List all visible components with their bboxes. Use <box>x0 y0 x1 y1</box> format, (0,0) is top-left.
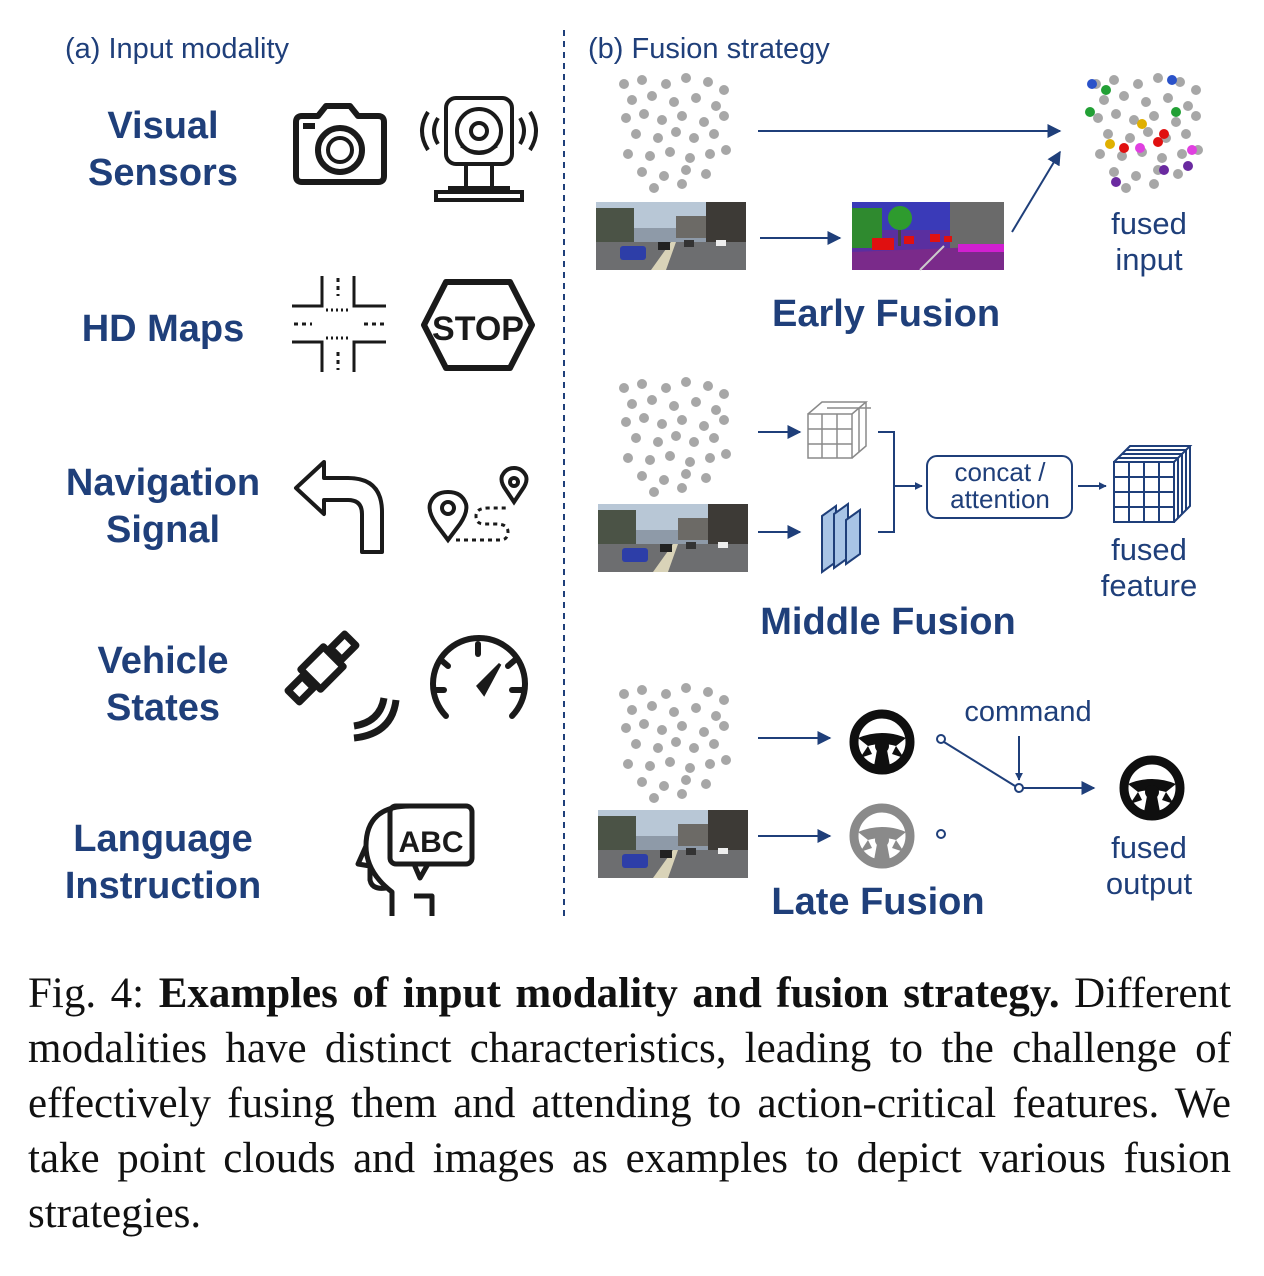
middle-road-image <box>598 504 748 572</box>
stop-sign-icon: STOP <box>421 279 535 371</box>
middle-point-cloud <box>619 377 731 497</box>
head-abc-text: ABC <box>399 826 464 859</box>
late-fusion-label: Late Fusion <box>771 881 984 923</box>
caption-bold: Examples of input modality and fusion st… <box>158 970 1060 1017</box>
early-road-image <box>596 202 746 270</box>
modality-label-vehicle-line1: Vehicle <box>98 640 229 682</box>
steering-wheel-icon <box>854 714 910 770</box>
early-arrow-seg <box>1011 150 1061 233</box>
late-out-line1: fused <box>1111 830 1187 865</box>
command-label: command <box>964 696 1091 728</box>
caption-body: Different modalities have distinct chara… <box>28 970 1231 1237</box>
middle-fusion: concat / attention fused feature Middle … <box>598 377 1197 643</box>
turn-left-arrow-icon <box>294 460 384 554</box>
switch-pivot <box>1014 783 1024 793</box>
fused-output-wheel-icon <box>1124 760 1180 816</box>
satellite-icon <box>284 630 400 742</box>
modality-label-navigation-line1: Navigation <box>66 462 260 504</box>
modality-label-vehicle-line2: States <box>106 687 220 729</box>
route-pin-icon <box>427 465 529 544</box>
switch-contact-bottom <box>936 829 946 839</box>
late-fusion: command fused output Late Fusion <box>598 683 1192 923</box>
modality-label-language-line2: Instruction <box>65 865 261 907</box>
caption-prefix: Fig. 4: <box>28 970 159 1017</box>
merge-bracket <box>878 431 895 533</box>
late-point-cloud <box>619 683 731 803</box>
early-out-line1: fused <box>1111 206 1187 241</box>
modality-label-visual-line1: Visual <box>107 105 218 147</box>
camera-icon <box>293 103 387 185</box>
modality-label-language-line1: Language <box>73 818 252 860</box>
concat-attention-box <box>926 455 1073 519</box>
modality-label-navigation-line2: Signal <box>106 509 220 551</box>
speedometer-icon <box>430 635 528 719</box>
modality-label-visual-line2: Sensors <box>88 152 238 194</box>
early-fusion-label: Early Fusion <box>772 293 1000 335</box>
late-out-line2: output <box>1106 866 1193 901</box>
fused-input-cloud <box>1085 73 1203 193</box>
concat-label: concat / <box>954 457 1046 487</box>
head-abc-icon: ABC <box>355 803 475 916</box>
sensor-device-icon <box>420 96 538 202</box>
panel-a-title: (a) Input modality <box>65 33 290 65</box>
voxel-grid <box>807 401 871 459</box>
segmentation-image <box>852 202 1004 271</box>
fused-feature-cube <box>1113 445 1193 523</box>
steering-wheel-gray-icon <box>854 808 910 864</box>
switch-lever <box>943 741 1016 787</box>
figure: (a) Input modality Visual Sensors HD Map… <box>65 30 1203 923</box>
middle-fusion-label: Middle Fusion <box>760 601 1015 643</box>
middle-out-line2: feature <box>1101 568 1198 603</box>
early-fusion: fused input Early Fusion <box>596 73 1203 335</box>
attention-label: attention <box>950 484 1050 514</box>
early-out-line2: input <box>1115 242 1183 277</box>
panel-b-title: (b) Fusion strategy <box>588 33 830 65</box>
late-road-image <box>598 810 748 878</box>
intersection-map-icon <box>292 276 386 372</box>
feature-maps <box>821 502 861 574</box>
figure-caption: Fig. 4: Examples of input modality and f… <box>28 966 1231 1241</box>
early-point-cloud <box>619 73 731 193</box>
switch-contact-top <box>936 734 946 744</box>
middle-out-line1: fused <box>1111 532 1187 567</box>
modality-label-hdmaps: HD Maps <box>82 308 245 350</box>
stop-sign-text: STOP <box>432 310 524 348</box>
